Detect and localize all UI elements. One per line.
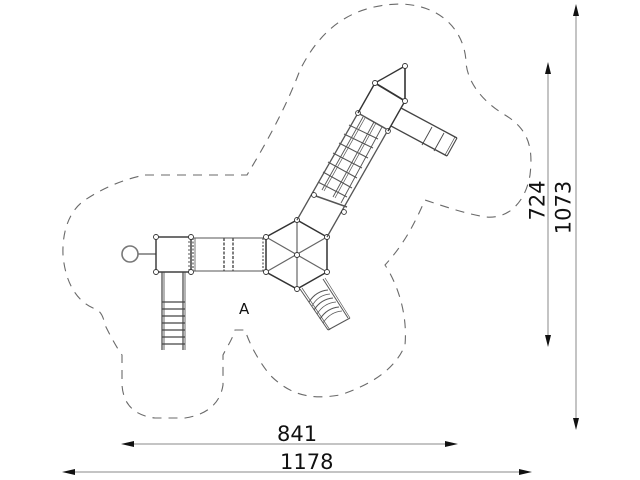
net-bridge	[296, 110, 391, 238]
slide	[390, 107, 458, 157]
steering-wheel-icon	[121, 245, 156, 263]
dimension-width-outer	[62, 469, 532, 475]
dimension-height-outer	[573, 4, 579, 430]
dimension-width-inner	[121, 441, 458, 447]
dimension-label-height-outer: 1073	[551, 180, 576, 235]
tunnel-bridge	[192, 237, 265, 272]
straight-ladder	[161, 272, 186, 350]
hexagonal-platform	[263, 217, 330, 292]
safety-zone-outline	[62, 3, 532, 419]
zone-label: A	[239, 300, 250, 318]
dimension-label-height-inner: 724	[525, 180, 550, 221]
dimension-label-width-inner: 841	[277, 422, 318, 446]
upper-platform	[357, 63, 408, 132]
dimension-label-width-outer: 1178	[280, 450, 334, 474]
curved-rung-ladder	[299, 277, 351, 331]
dimension-height-inner	[545, 62, 551, 347]
square-platform	[153, 234, 194, 275]
